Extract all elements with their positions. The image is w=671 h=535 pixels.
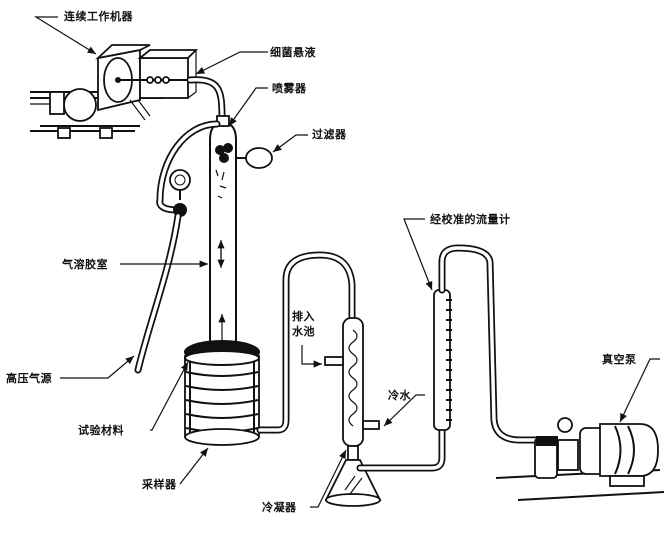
label-aerosol-chamber: 气溶胶室 [62, 258, 108, 271]
label-condenser: 冷凝器 [262, 501, 297, 514]
label-test-material: 试验材料 [78, 424, 124, 437]
label-nebulizer: 喷雾器 [272, 82, 307, 95]
high-pressure-gas-line [134, 120, 221, 374]
aerosol-chamber [209, 115, 237, 345]
label-bacteria-suspension: 细菌悬液 [270, 46, 316, 59]
sampler [184, 340, 260, 446]
label-sampler: 采样器 [142, 478, 177, 491]
leader-lines [33, 16, 660, 508]
flowmeter [433, 289, 452, 431]
label-filter: 过滤器 [312, 128, 347, 141]
label-flowmeter: 经校准的流量计 [430, 213, 511, 226]
label-high-pressure-gas: 高压气源 [6, 372, 52, 385]
label-vacuum-pump: 真空泵 [602, 353, 637, 366]
label-drain-line2: 水池 [292, 325, 315, 338]
condenser [324, 317, 382, 507]
label-cold-water: 冷水 [388, 389, 411, 402]
vacuum-pump [495, 417, 665, 501]
filter [236, 147, 273, 169]
label-continuous-machine: 连续工作机器 [64, 10, 133, 23]
label-drain-line1: 排入 [292, 310, 315, 323]
continuous-machine [30, 44, 199, 139]
